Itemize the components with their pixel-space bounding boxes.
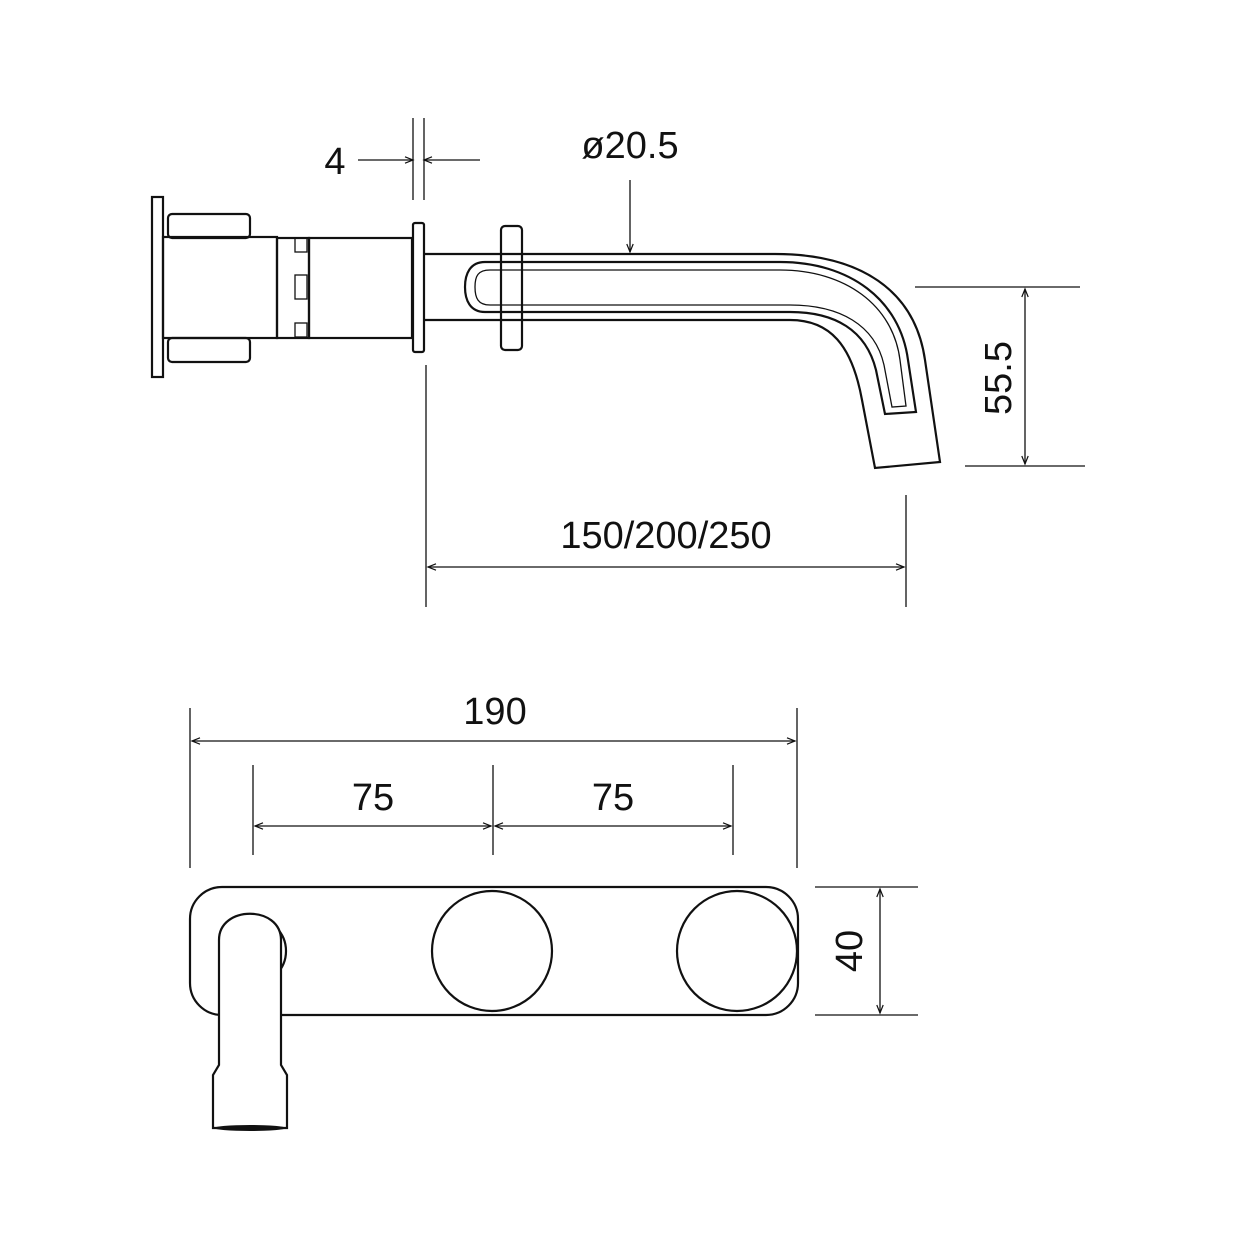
dim-gap: 4 (324, 118, 480, 200)
upper-lug (166, 212, 252, 240)
dim-plate-width: 190 (189, 691, 798, 868)
dim-spout-height: 55.5 (915, 286, 1085, 467)
dim-plate-height-label: 40 (829, 930, 871, 972)
dim-spout-length: 150/200/250 (425, 365, 907, 607)
front-view (188, 885, 800, 1131)
dim-spout-height-label: 55.5 (978, 341, 1020, 415)
spout (424, 252, 942, 470)
dim-spacing-right-label: 75 (592, 777, 634, 819)
spout-front (211, 912, 289, 1130)
cross-handle (499, 224, 524, 352)
dim-spout-length-label: 150/200/250 (560, 515, 771, 557)
dim-spacing-left-label: 75 (352, 777, 394, 819)
dim-spacing: 75 75 (252, 765, 734, 855)
handle-right (675, 889, 799, 1013)
dim-diameter-label: ø20.5 (581, 125, 678, 167)
dim-diameter: ø20.5 (581, 125, 679, 254)
cylinder (307, 236, 414, 340)
dim-plate-height: 40 (815, 886, 918, 1016)
dim-gap-label: 4 (324, 141, 345, 183)
wall-flange (411, 221, 426, 354)
back-plate (150, 195, 165, 379)
spout-slot (463, 260, 918, 416)
valve-body (161, 235, 279, 340)
lower-lug (166, 336, 252, 364)
handle-left (430, 889, 554, 1013)
side-view (150, 195, 942, 470)
dim-plate-width-label: 190 (463, 691, 526, 733)
